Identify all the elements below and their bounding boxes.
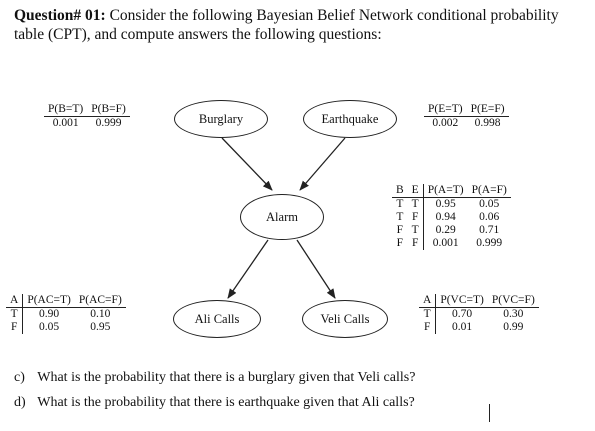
- cpt-ali-cell: F: [6, 321, 24, 334]
- edge-burglary-alarm: [221, 137, 273, 191]
- cpt-alarm-cell: F: [407, 211, 424, 224]
- cpt-veli-header: P(VC=T): [435, 294, 488, 308]
- node-alarm-label: Alarm: [266, 209, 298, 224]
- cpt-alarm-cell: F: [396, 237, 404, 249]
- cpt-ali-cell: 0.90: [39, 308, 60, 320]
- cpt-veli-cell: 0.99: [503, 321, 524, 333]
- cpt-alarm-cell: 0.71: [479, 224, 500, 236]
- cpt-alarm-cell: T: [396, 211, 404, 223]
- cpt-alarm-cell: T: [396, 198, 404, 210]
- node-earthquake-label: Earthquake: [321, 111, 379, 126]
- node-veli-calls: Veli Calls: [302, 300, 388, 338]
- question-text: Consider the following Bayesian Belief N…: [14, 7, 559, 43]
- cpt-alarm: B E P(A=T) P(A=F) T T 0.95 0.05 T F 0.94…: [392, 184, 511, 250]
- node-ali-calls-label: Ali Calls: [194, 311, 240, 326]
- node-veli-calls-label: Veli Calls: [320, 311, 370, 326]
- cpt-alarm-cell: 0.001: [432, 237, 459, 249]
- cpt-burglary-cell: 0.001: [52, 117, 79, 129]
- node-alarm: Alarm: [240, 194, 324, 240]
- cpt-earthquake-header: P(E=T): [424, 103, 467, 117]
- question-list: c) What is the probability that there is…: [14, 365, 415, 415]
- cpt-alarm-cell: 0.05: [479, 198, 500, 210]
- cpt-earthquake-cell: 0.998: [474, 117, 501, 129]
- cpt-alarm-cell: T: [407, 197, 424, 211]
- edge-alarm-veli: [296, 239, 336, 299]
- text-cursor: [489, 404, 490, 422]
- question-label: d): [14, 395, 26, 410]
- question-number: Question# 01:: [14, 7, 106, 24]
- question-item-c: c) What is the probability that there is…: [14, 365, 415, 390]
- cpt-alarm-cell: 0.94: [435, 211, 456, 223]
- cpt-burglary-header: P(B=F): [87, 103, 130, 117]
- cpt-burglary: P(B=T) P(B=F) 0.001 0.999: [44, 103, 130, 130]
- cpt-alarm-cell: 0.06: [479, 211, 500, 223]
- question-item-d: d) What is the probability that there is…: [14, 390, 415, 415]
- cpt-alarm-header: E: [407, 184, 424, 198]
- cpt-alarm-cell: F: [407, 237, 424, 250]
- cpt-earthquake-cell: 0.002: [432, 117, 459, 129]
- edge-alarm-ali: [227, 239, 269, 299]
- node-burglary-label: Burglary: [198, 111, 244, 126]
- cpt-ali-cell: 0.10: [90, 308, 111, 320]
- cpt-veli-header: A: [419, 294, 437, 308]
- question-body: What is the probability that there is ea…: [37, 395, 415, 410]
- cpt-veli-cell: F: [419, 321, 437, 334]
- cpt-ali-cell: 0.05: [39, 321, 60, 333]
- node-ali-calls: Ali Calls: [173, 300, 261, 338]
- cpt-ali-header: P(AC=F): [74, 294, 126, 308]
- cpt-alarm-cell: F: [396, 224, 404, 236]
- cpt-alarm-header: P(A=F): [467, 184, 511, 198]
- edge-earthquake-alarm: [299, 137, 346, 191]
- cpt-ali-cell: T: [6, 307, 24, 321]
- cpt-veli-cell: T: [419, 307, 437, 321]
- cpt-burglary-header: P(B=T): [44, 103, 88, 117]
- cpt-ali-header: P(AC=T): [22, 294, 75, 308]
- cpt-alarm-cell: 0.29: [435, 224, 456, 236]
- cpt-alarm-header: P(A=T): [423, 184, 468, 198]
- question-heading: Question# 01: Consider the following Bay…: [14, 6, 589, 44]
- node-earthquake: Earthquake: [303, 100, 397, 138]
- cpt-ali-calls: A P(AC=T) P(AC=F) T 0.90 0.10 F 0.05 0.9…: [6, 294, 126, 334]
- cpt-veli-header: P(VC=F): [487, 294, 539, 308]
- cpt-ali-cell: 0.95: [90, 321, 111, 333]
- cpt-veli-cell: 0.70: [452, 308, 473, 320]
- cpt-alarm-cell: 0.999: [476, 237, 503, 249]
- cpt-alarm-cell: 0.95: [435, 198, 456, 210]
- cpt-alarm-header: B: [392, 184, 408, 198]
- cpt-alarm-cell: T: [407, 224, 424, 237]
- question-body: What is the probability that there is a …: [37, 370, 416, 385]
- cpt-veli-calls: A P(VC=T) P(VC=F) T 0.70 0.30 F 0.01 0.9…: [419, 294, 539, 334]
- cpt-veli-cell: 0.01: [452, 321, 473, 333]
- node-burglary: Burglary: [174, 100, 268, 138]
- question-label: c): [14, 370, 25, 385]
- cpt-veli-cell: 0.30: [503, 308, 524, 320]
- cpt-burglary-cell: 0.999: [95, 117, 122, 129]
- cpt-earthquake-header: P(E=F): [466, 103, 509, 117]
- cpt-ali-header: A: [6, 294, 24, 308]
- cpt-earthquake: P(E=T) P(E=F) 0.002 0.998: [424, 103, 509, 130]
